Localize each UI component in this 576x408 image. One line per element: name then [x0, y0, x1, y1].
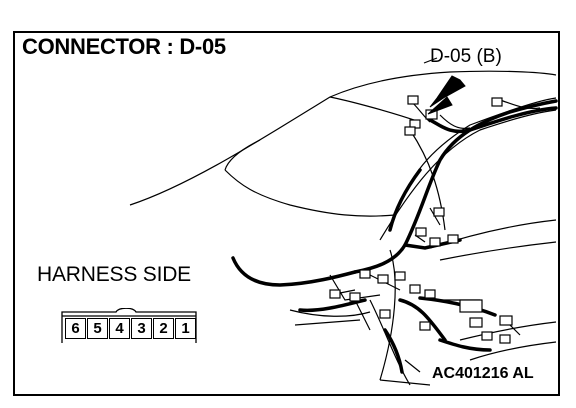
- pin-3: 3: [131, 318, 152, 339]
- connector-housing: [61, 308, 197, 343]
- connector-pin-row: 6 5 4 3 2 1: [65, 318, 197, 339]
- pin-4: 4: [109, 318, 130, 339]
- harness-side-label: HARNESS SIDE: [37, 263, 191, 286]
- pin-1: 1: [175, 318, 196, 339]
- figure-code: AC401216 AL: [430, 365, 536, 383]
- connector-title: CONNECTOR : D-05: [22, 34, 226, 59]
- pin-2: 2: [153, 318, 174, 339]
- pin-5: 5: [87, 318, 108, 339]
- connector-callout-label: D-05 (B): [430, 46, 502, 67]
- pin-6: 6: [65, 318, 86, 339]
